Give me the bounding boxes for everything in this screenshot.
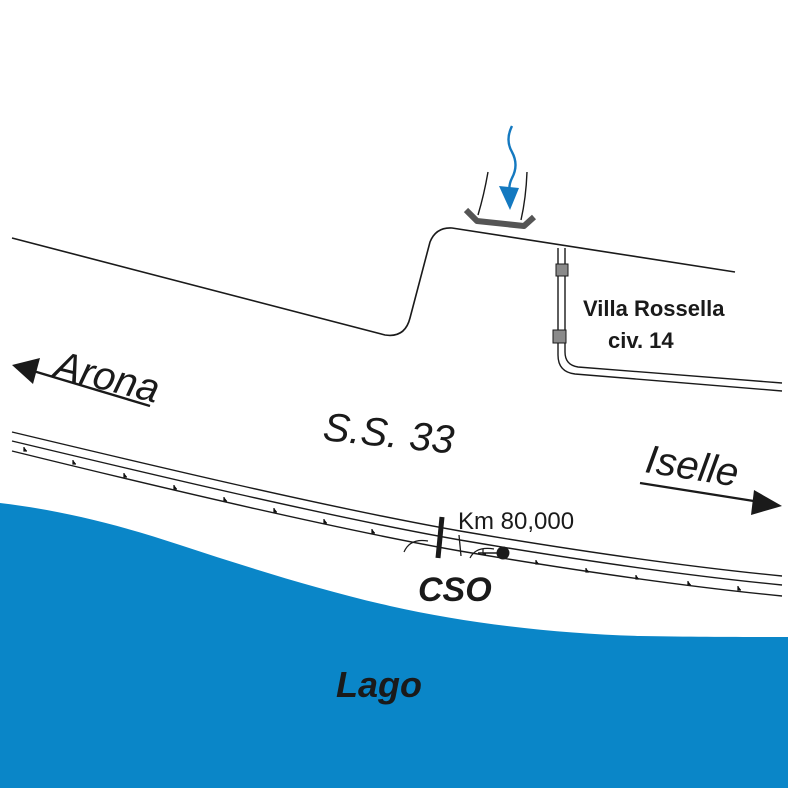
outfall-point-icon [496,546,510,560]
label-villa-name: Villa Rossella [583,296,725,321]
sewer-pipe-inner [564,248,783,384]
road-edge-outer [11,431,783,577]
cso-chamber-left-arc [403,539,429,553]
inflow-arrow-icon [499,125,519,210]
road-edge-inner [11,450,783,597]
arrow-left-icon [12,358,151,408]
manhole-icon [555,263,569,277]
grate-icon [463,207,537,229]
arrow-right-icon [639,481,782,515]
road-edge-middle [11,440,783,586]
label-villa-civ: civ. 14 [608,328,674,353]
sewer-pipe [557,248,783,392]
manhole-icon [552,329,567,344]
label-road: S.S. 33 [321,405,456,462]
label-cso: CSO [418,571,492,609]
cso-weir-bar [435,516,445,559]
label-arona: Arona [48,343,164,412]
label-lake: Lago [336,664,422,705]
upper-boundary-line [11,227,736,337]
road-tick-marks [23,447,741,591]
culvert-left-wall [477,171,489,216]
label-km-marker: Km 80,000 [458,508,574,535]
cso-tick [482,549,486,555]
lake-area [0,503,788,788]
cso-chamber-right-arc [469,547,495,559]
cso-divider [458,534,462,557]
culvert-right-wall [520,171,528,221]
